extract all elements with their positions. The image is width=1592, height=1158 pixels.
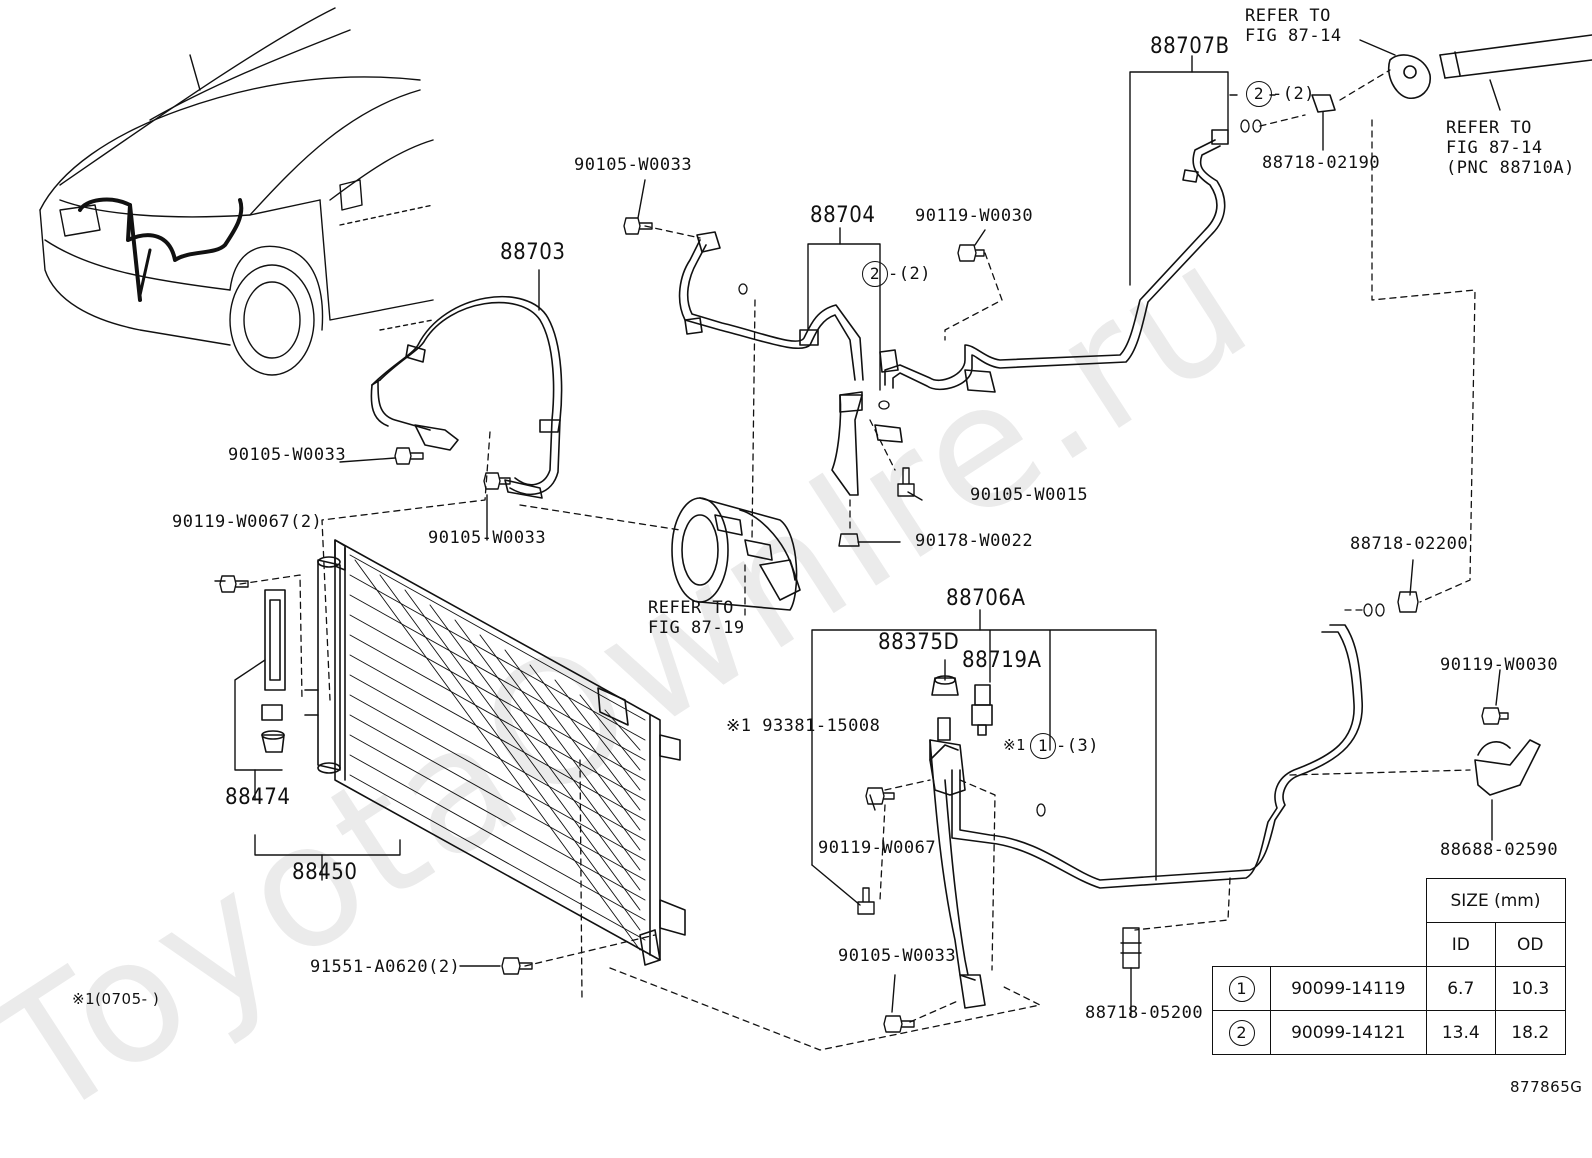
part-88704[interactable]: 88704 xyxy=(810,203,876,228)
refer-fig-87-14-label: REFER TO xyxy=(1245,6,1331,26)
size-table-subheader-row: ID OD xyxy=(1213,922,1566,967)
row-2-symbol: 2 xyxy=(1228,1019,1255,1046)
part-90105-W0033-mid[interactable]: 90105-W0033 xyxy=(428,528,547,548)
leader-lines xyxy=(214,39,1501,1016)
dashed-lines xyxy=(239,69,1476,1051)
part-88703[interactable]: 88703 xyxy=(500,240,566,265)
figure-code: 877865G xyxy=(1510,1078,1583,1096)
part-90119-W0067[interactable]: 90119-W0067 xyxy=(818,838,937,858)
oring-1-symbol: 1 xyxy=(1030,733,1056,759)
part-88474[interactable]: 88474 xyxy=(225,785,291,810)
oring-2-qty-a: -(2) xyxy=(1272,84,1315,104)
row-2-id: 13.4 xyxy=(1425,1010,1496,1055)
part-88707B[interactable]: 88707B xyxy=(1150,34,1230,59)
row-1-id: 6.7 xyxy=(1425,966,1496,1011)
part-90105-W0033-left[interactable]: 90105-W0033 xyxy=(228,445,347,465)
oring-2-symbol-b: 2 xyxy=(862,261,888,287)
condenser xyxy=(334,539,686,966)
part-90105-W0033-bottom[interactable]: 90105-W0033 xyxy=(838,946,957,966)
oring-2-callout-b[interactable]: 2-(2) xyxy=(862,261,931,287)
size-table-col-id: ID xyxy=(1425,922,1496,967)
pipe-88706A xyxy=(929,624,1363,1009)
pipe-88704 xyxy=(678,231,903,496)
row-1-part[interactable]: 90099-14119 xyxy=(1270,966,1427,1011)
refer-fig-87-14-b3: (PNC 88710A) xyxy=(1446,158,1575,178)
refer-fig-87-19-b: FIG 87-19 xyxy=(648,618,745,638)
part-90119-W0030-right[interactable]: 90119-W0030 xyxy=(1440,655,1559,675)
refer-fig-87-14-b: REFER TO xyxy=(1446,118,1532,138)
row-1-symbol: 1 xyxy=(1228,975,1255,1002)
footnote-mark: ※1 xyxy=(1003,736,1026,754)
pipe-88707B xyxy=(879,129,1229,393)
refer-fig-87-19: REFER TO xyxy=(648,598,734,618)
oring-2-qty-b: -(2) xyxy=(888,264,931,284)
receiver-dryer xyxy=(304,556,341,774)
footnote: ※1(0705- ) xyxy=(72,990,160,1008)
part-91551-A0620-2[interactable]: 91551-A0620(2) xyxy=(310,957,461,977)
vehicle-outline xyxy=(39,7,434,376)
part-90105-W0033-top[interactable]: 90105-W0033 xyxy=(574,155,693,175)
diagram-drawing xyxy=(39,7,1592,1051)
row-1-od: 10.3 xyxy=(1495,966,1566,1011)
filter-88474 xyxy=(261,589,286,753)
sensor-88719A xyxy=(931,675,993,741)
part-88718-02200[interactable]: 88718-02200 xyxy=(1350,534,1469,554)
oring-2-callout-a[interactable]: 2-(2) xyxy=(1246,81,1315,107)
part-93381-15008[interactable]: ※1 93381-15008 xyxy=(726,716,881,736)
row-2-od: 18.2 xyxy=(1495,1010,1566,1055)
part-88718-02190[interactable]: 88718-02190 xyxy=(1262,153,1381,173)
hose-88703 xyxy=(370,296,563,499)
compressor xyxy=(671,497,801,611)
part-88450[interactable]: 88450 xyxy=(292,860,358,885)
size-table-col-od: OD xyxy=(1495,922,1566,967)
part-88706A[interactable]: 88706A xyxy=(946,586,1026,611)
table-row: 2 90099-14121 13.4 18.2 xyxy=(1212,1010,1566,1055)
part-88688-02590[interactable]: 88688-02590 xyxy=(1440,840,1559,860)
size-table-title: SIZE (mm) xyxy=(1425,878,1566,923)
part-88718-05200[interactable]: 88718-05200 xyxy=(1085,1003,1204,1023)
oring-2-symbol-a: 2 xyxy=(1246,81,1272,107)
refer-fig-87-14-b2: FIG 87-14 xyxy=(1446,138,1543,158)
part-90119-W0067-2[interactable]: 90119-W0067(2) xyxy=(172,512,323,532)
fitting-refer xyxy=(1311,34,1592,113)
size-table-header-row: SIZE (mm) xyxy=(1213,878,1566,923)
parts-diagram: ToyotaOwnIre.ru xyxy=(0,6,1592,1158)
oring-1-qty: -(3) xyxy=(1056,736,1099,756)
bolts xyxy=(219,217,1509,1033)
oring-1-callout[interactable]: 1-(3) xyxy=(1030,733,1099,759)
refer-fig-87-14-label-2: FIG 87-14 xyxy=(1245,26,1342,46)
part-88719A[interactable]: 88719A xyxy=(962,648,1042,673)
row-2-part[interactable]: 90099-14121 xyxy=(1270,1010,1427,1055)
bracket-88688 xyxy=(1474,739,1541,796)
o-rings xyxy=(738,119,1385,817)
part-90105-W0015[interactable]: 90105-W0015 xyxy=(970,485,1089,505)
part-88375D[interactable]: 88375D xyxy=(878,630,960,655)
part-90178-W0022[interactable]: 90178-W0022 xyxy=(915,531,1034,551)
part-90119-W0030-top[interactable]: 90119-W0030 xyxy=(915,206,1034,226)
size-table: SIZE (mm) ID OD 1 90099-14119 6.7 10.3 2… xyxy=(1212,878,1566,1055)
table-row: 1 90099-14119 6.7 10.3 xyxy=(1212,966,1566,1011)
